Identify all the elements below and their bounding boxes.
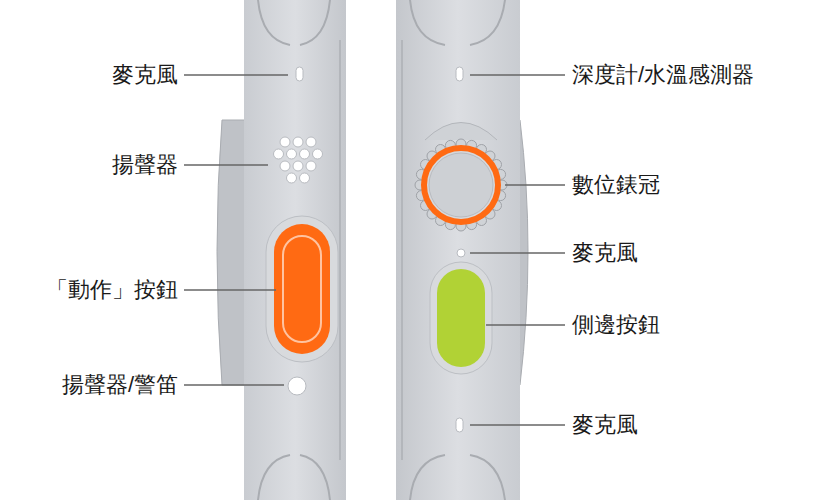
part-label: 數位錶冠 bbox=[572, 172, 660, 198]
speaker-hole bbox=[300, 173, 310, 183]
lug-bottom bbox=[258, 455, 330, 500]
leader-line bbox=[470, 252, 565, 254]
speaker-hole bbox=[306, 137, 316, 147]
crown-orange-ring bbox=[424, 148, 498, 222]
crown-face bbox=[429, 153, 493, 217]
button-recess bbox=[430, 262, 492, 374]
case-groove bbox=[401, 40, 403, 460]
speaker-hole bbox=[287, 173, 297, 183]
button-recess bbox=[266, 216, 338, 362]
leader-line bbox=[486, 324, 565, 326]
case-bulge bbox=[217, 120, 246, 385]
case-groove bbox=[339, 40, 341, 460]
button-detail bbox=[283, 236, 321, 342]
leader-lines bbox=[184, 75, 565, 425]
microphone-hole bbox=[456, 418, 463, 432]
part-label: 麥克風 bbox=[572, 240, 638, 266]
part-label: 揚聲器/警笛 bbox=[62, 372, 178, 398]
leader-line bbox=[184, 164, 268, 166]
leader-line bbox=[470, 74, 565, 76]
speaker-hole bbox=[313, 149, 323, 159]
depth-sensor-hole bbox=[456, 67, 463, 81]
part-label: 麥克風 bbox=[572, 412, 638, 438]
speaker-hole bbox=[293, 161, 303, 171]
leader-line bbox=[184, 74, 288, 76]
speaker-hole bbox=[300, 149, 310, 159]
microphone-hole bbox=[457, 249, 465, 257]
leader-line bbox=[184, 384, 284, 386]
part-label: 揚聲器 bbox=[112, 152, 178, 178]
leader-line bbox=[184, 289, 276, 291]
speaker-grille bbox=[274, 137, 323, 183]
part-label: 側邊按鈕 bbox=[572, 312, 660, 338]
lug-top bbox=[410, 0, 505, 45]
lug-top bbox=[258, 0, 330, 45]
side-button bbox=[437, 269, 485, 367]
crown-body bbox=[423, 147, 499, 223]
part-label: 「動作」按鈕 bbox=[46, 277, 178, 303]
microphone-hole bbox=[296, 67, 303, 81]
siren-hole bbox=[288, 377, 306, 395]
speaker-hole bbox=[280, 137, 290, 147]
speaker-hole bbox=[287, 149, 297, 159]
part-label: 深度計/水溫感測器 bbox=[572, 62, 754, 88]
speaker-hole bbox=[306, 161, 316, 171]
crown-guard bbox=[425, 123, 497, 141]
leader-line bbox=[470, 424, 565, 426]
lug-bottom bbox=[410, 455, 505, 500]
action-button bbox=[274, 224, 330, 354]
leader-line bbox=[505, 184, 565, 186]
speaker-hole bbox=[274, 149, 284, 159]
part-label: 麥克風 bbox=[112, 62, 178, 88]
speaker-hole bbox=[293, 137, 303, 147]
speaker-hole bbox=[280, 161, 290, 171]
crown-knurling bbox=[415, 139, 507, 231]
